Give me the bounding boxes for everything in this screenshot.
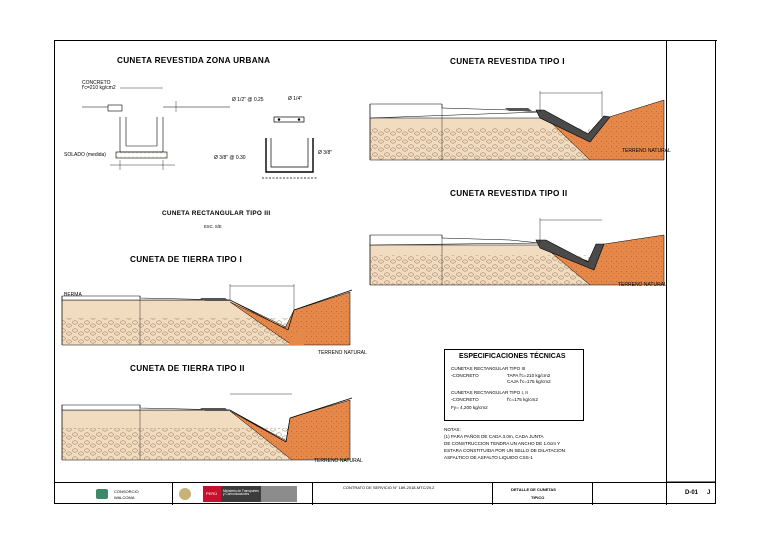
title-tierra1: CUNETA DE TIERRA TIPO I bbox=[130, 255, 243, 264]
tb-walcoma-text: WALCOMA bbox=[114, 495, 135, 500]
label-terreno-3: TERRENO NATURAL bbox=[622, 148, 671, 154]
tb-drawing-text: DETALLE DE CUNETAS bbox=[511, 487, 556, 492]
tb-consorcio-text: CONSORCIO bbox=[114, 489, 139, 494]
spec-l2: -CONCRETO bbox=[451, 373, 479, 378]
label-bar1: Ø 1/2" @ 0.25 bbox=[232, 97, 264, 103]
spec-l1: CUNETAS RECTANGULAR TIPO III bbox=[451, 366, 526, 371]
rect-tipo3-detail bbox=[262, 116, 318, 179]
tb-info bbox=[592, 483, 666, 505]
spec-l2c: CAJA f'c=175 kg/cm2 bbox=[507, 379, 551, 384]
spec-l5: Fy= 4,200 kg/cm2 bbox=[451, 405, 488, 410]
entity-box bbox=[261, 486, 297, 502]
tierra2-section bbox=[61, 393, 353, 461]
tb-contrato: CONTRATO DE SERVICIO N° 189-2018-MTC/20.… bbox=[312, 483, 492, 505]
consorcio-logo-icon bbox=[96, 489, 108, 499]
rect-tipo3-scale: ESC. S/E bbox=[204, 224, 222, 229]
tb-sheet-sep: J bbox=[707, 490, 711, 496]
title-rev2: CUNETA REVESTIDA TIPO II bbox=[450, 189, 568, 198]
title-rect-tipo3: CUNETA RECTANGULAR TIPO III bbox=[162, 210, 271, 217]
title-tierra2: CUNETA DE TIERRA TIPO II bbox=[130, 364, 245, 373]
notes-n3: ESTARA CONSTITUIDA POR UN SELLO DE DILAT… bbox=[444, 448, 565, 453]
spec-l3: CUNETAS RECTANGULAR TIPO I, II bbox=[451, 390, 528, 395]
spec-l2b: TAPA f'c=210 kg/cm2 bbox=[507, 373, 551, 378]
tb-drawing: DETALLE DE CUNETAS TIPICO bbox=[492, 483, 592, 505]
notes-n1: (1) PARA PAÑOS DE CADA 3.0m, CADA JUNTA bbox=[444, 434, 544, 439]
right-column bbox=[666, 40, 717, 482]
label-terreno-2: TERRENO NATURAL bbox=[314, 458, 363, 464]
spec-l4b: f'c=175 kg/cm2 bbox=[507, 397, 538, 402]
tierra1-section bbox=[61, 284, 353, 346]
rev1-section bbox=[369, 91, 665, 161]
rev2-section bbox=[369, 218, 665, 286]
label-solado: SOLADO (medida) bbox=[64, 152, 106, 158]
spec-box: ESPECIFICACIONES TÉCNICAS CUNETAS RECTAN… bbox=[444, 349, 584, 421]
label-fc: f'c=210 kg/cm2 bbox=[82, 85, 116, 91]
notes-n2: DE CONSTRUCCION TENDRA UN ANCHO DE 1.0cm… bbox=[444, 441, 561, 446]
tb-consorcio: CONSORCIO WALCOMA bbox=[54, 483, 172, 505]
title-urbana: CUNETA REVESTIDA ZONA URBANA bbox=[117, 56, 271, 65]
title-rev1: CUNETA REVESTIDA TIPO I bbox=[450, 57, 565, 66]
tb-peru: PERÚ Ministerio de Transportes y Comunic… bbox=[172, 483, 312, 505]
tb-sheet: D-01 J bbox=[666, 483, 716, 505]
spec-title: ESPECIFICACIONES TÉCNICAS bbox=[459, 353, 566, 360]
tb-ministerio-text: Ministerio de Transportes y Comunicacion… bbox=[223, 489, 259, 497]
tb-contrato-text: CONTRATO DE SERVICIO N° 189-2018-MTC/20.… bbox=[343, 485, 435, 490]
tb-sheet-text: D-01 bbox=[685, 490, 699, 496]
tb-peru-text: PERÚ bbox=[206, 491, 218, 496]
notes-n4: ASFALTICO DE ASFALTO LIQUIDO CSS-1 bbox=[444, 455, 533, 460]
label-bar4: Ø 3/8" bbox=[318, 150, 333, 156]
label-terreno-1: TERRENO NATURAL bbox=[318, 350, 367, 356]
ministerio-box bbox=[221, 486, 261, 502]
title-block: CONSORCIO WALCOMA PERÚ Ministerio de Tra… bbox=[54, 482, 716, 505]
notes-title: NOTAS: bbox=[444, 427, 461, 432]
urbana-section bbox=[82, 87, 230, 170]
label-bar3: Ø 3/8" @ 0.30 bbox=[214, 155, 246, 161]
peru-flag-icon bbox=[203, 486, 221, 502]
label-concreto: CONCRETO bbox=[82, 80, 111, 86]
tb-drawing-sub: TIPICO bbox=[531, 495, 545, 500]
label-terreno-4: TERRENO NATURAL bbox=[618, 282, 667, 288]
spec-l4: -CONCRETO bbox=[451, 397, 479, 402]
escudo-icon bbox=[179, 488, 191, 500]
label-bar2: Ø 1/4" bbox=[288, 96, 303, 102]
label-berma: BERMA bbox=[64, 292, 82, 298]
